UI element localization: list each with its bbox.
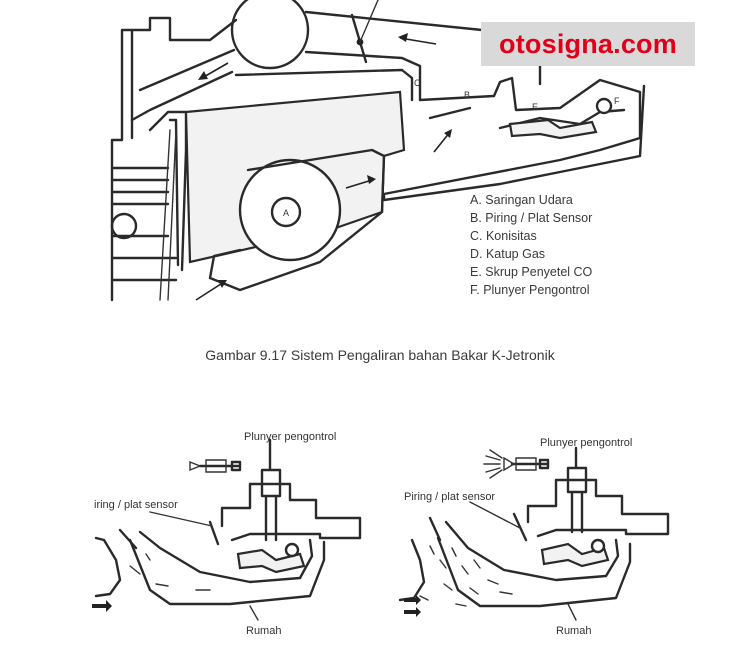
leader-plate-right [469,501,521,529]
flow-arrow-3 [345,179,373,189]
flow-arrowhead-inlet [218,280,227,288]
fuel-injector-left [189,459,227,473]
callout-b: B [464,90,470,100]
figure-caption: Gambar 9.17 Sistem Pengaliran bahan Baka… [205,347,555,363]
inner-duct-right [444,520,620,582]
flow-marks-right [419,545,513,607]
housing-outline-left [94,536,326,606]
watermark-badge: otosigna.com [481,22,695,66]
label-plunger-left: Plunyer pengontrol [244,431,336,443]
plunger-left [260,438,282,542]
legend-item-a: A. Saringan Udara [470,193,573,207]
leader-housing-left [249,605,259,621]
inlet-arrow-left [92,600,112,612]
throttle-pipe [234,10,484,102]
leader-housing-right [567,603,577,621]
callout-e: E [532,102,538,112]
legend-item-e: E. Skrup Penyetel CO [470,265,593,279]
intake-inner [159,129,177,301]
throttle-valve-d [350,13,368,64]
flow-marks-left [129,553,211,591]
legend-item-b: B. Piring / Plat Sensor [470,211,592,225]
engine-fins [110,166,178,282]
fuel-line-right [510,458,550,470]
adjust-screw [595,97,613,115]
watermark-text: otosigna.com [499,28,677,59]
flow-arrowhead-2 [198,71,208,80]
distributor-body-left [220,482,362,542]
label-plate-left: iring / plat sensor [94,499,178,511]
lever-pivot-right [590,538,606,554]
sensor-plate-right [428,512,528,542]
inlet-arrows-right [404,595,421,617]
fuel-distributor-housing [382,76,646,202]
callout-f: F [614,96,620,106]
air-filter-housing [208,148,386,292]
intake-runner [130,48,236,272]
flow-arrow-2 [201,62,229,79]
legend-item-d: D. Katup Gas [470,247,545,261]
throttle-sphere [230,0,310,70]
flow-arrow-inlet [195,281,225,301]
flow-arrowhead-1 [398,33,408,42]
label-plunger-right: Plunyer pengontrol [540,437,632,449]
flow-arrowhead-4 [444,129,452,138]
leader-plate-left [149,511,213,527]
fuel-injector-right [503,456,537,472]
callout-c: C [414,78,421,88]
lever-arm-right [540,542,610,568]
label-housing-right: Rumah [556,625,591,637]
lever-arm-left [236,548,306,574]
engine-bolt [110,212,138,240]
plunger-right [566,446,588,534]
legend-item-c: C. Konisitas [470,229,537,243]
label-housing-left: Rumah [246,625,281,637]
inner-duct-left [138,530,314,584]
distributor-body-right [526,478,670,538]
legend-item-f: F. Plunyer Pengontrol [470,283,590,297]
injector-spray-right [483,449,503,479]
sensor-plate-arm-e [508,118,598,140]
label-plate-right: Piring / plat sensor [404,491,495,503]
flow-arrowhead-3 [367,175,376,184]
top-diagram: A B C E F D A. Saringan Udara B. Piring … [110,0,646,302]
legend: A. Saringan Udara B. Piring / Plat Senso… [470,193,593,297]
callout-a: A [283,208,289,218]
air-filter-hub [270,196,302,228]
lever-pivot-left [284,542,300,558]
callout-d-leader [359,0,379,43]
